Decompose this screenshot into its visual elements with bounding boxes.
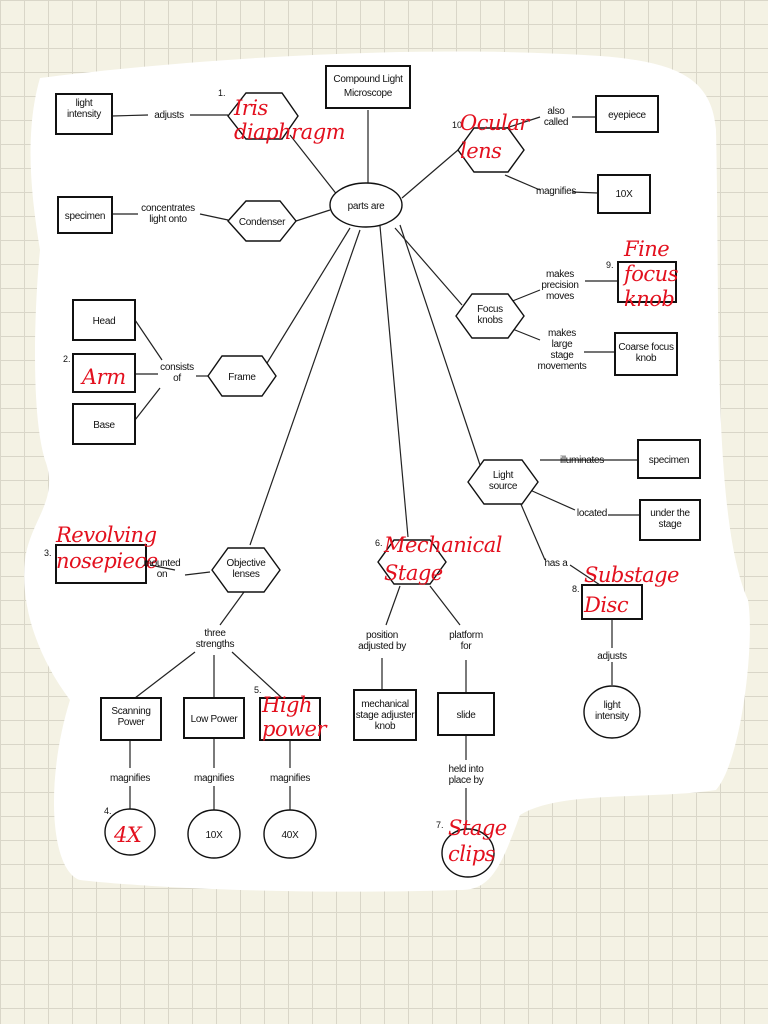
hub-label: parts are: [348, 201, 386, 212]
lens-scanning-link: magnifies: [110, 773, 150, 784]
condenser-target: specimen: [65, 211, 105, 222]
root-node: Compound Light Microscope: [325, 65, 411, 109]
light-link-located: located: [577, 508, 607, 519]
light-target-specimen: specimen: [649, 455, 689, 466]
lens-high-power-number: 5.: [254, 685, 262, 695]
hub-node: parts are: [329, 182, 403, 228]
ocular-magnification: 10X: [616, 189, 634, 200]
objective-number: 3.: [44, 548, 52, 558]
ocular-eyepiece: eyepiece: [608, 110, 646, 121]
stage-slide: slide: [456, 710, 476, 721]
frame-base: Base: [93, 420, 115, 431]
focus-number: 9.: [606, 260, 614, 270]
lens-scanning-number: 4.: [104, 806, 112, 816]
frame-number: 2.: [63, 354, 71, 364]
lens-scanning-value: 4X: [113, 823, 143, 847]
light-number: 8.: [572, 584, 580, 594]
light-link-has: has a: [545, 558, 569, 569]
stage-clips-number: 7.: [436, 820, 444, 830]
lens-low-power-value: 10X: [206, 830, 224, 841]
lens-low-power-name: Low Power: [191, 714, 239, 725]
iris-link: adjusts: [154, 110, 184, 121]
lens-low-power: Low Power magnifies 10X: [183, 697, 245, 859]
root-title-line2: Microscope: [344, 88, 393, 99]
connector-lines: [111, 110, 640, 830]
ocular-number: 10.: [452, 120, 465, 130]
frame-handwritten-answer: Arm: [80, 365, 126, 389]
light-link-adjusts: adjusts: [597, 651, 627, 662]
iris-number: 1.: [218, 88, 226, 98]
lens-high-power-value: 40X: [282, 830, 300, 841]
root-title-line1: Compound Light: [333, 74, 403, 85]
stage-number: 6.: [375, 538, 383, 548]
frame-label: Frame: [228, 372, 256, 383]
frame-head: Head: [93, 316, 116, 327]
ocular-link-magnifies: magnifies: [536, 186, 576, 197]
lens-high-power-link: magnifies: [270, 773, 310, 784]
light-link-illuminates: illuminates: [560, 455, 604, 466]
lens-low-power-link: magnifies: [194, 773, 234, 784]
condenser-label: Condenser: [239, 217, 286, 228]
